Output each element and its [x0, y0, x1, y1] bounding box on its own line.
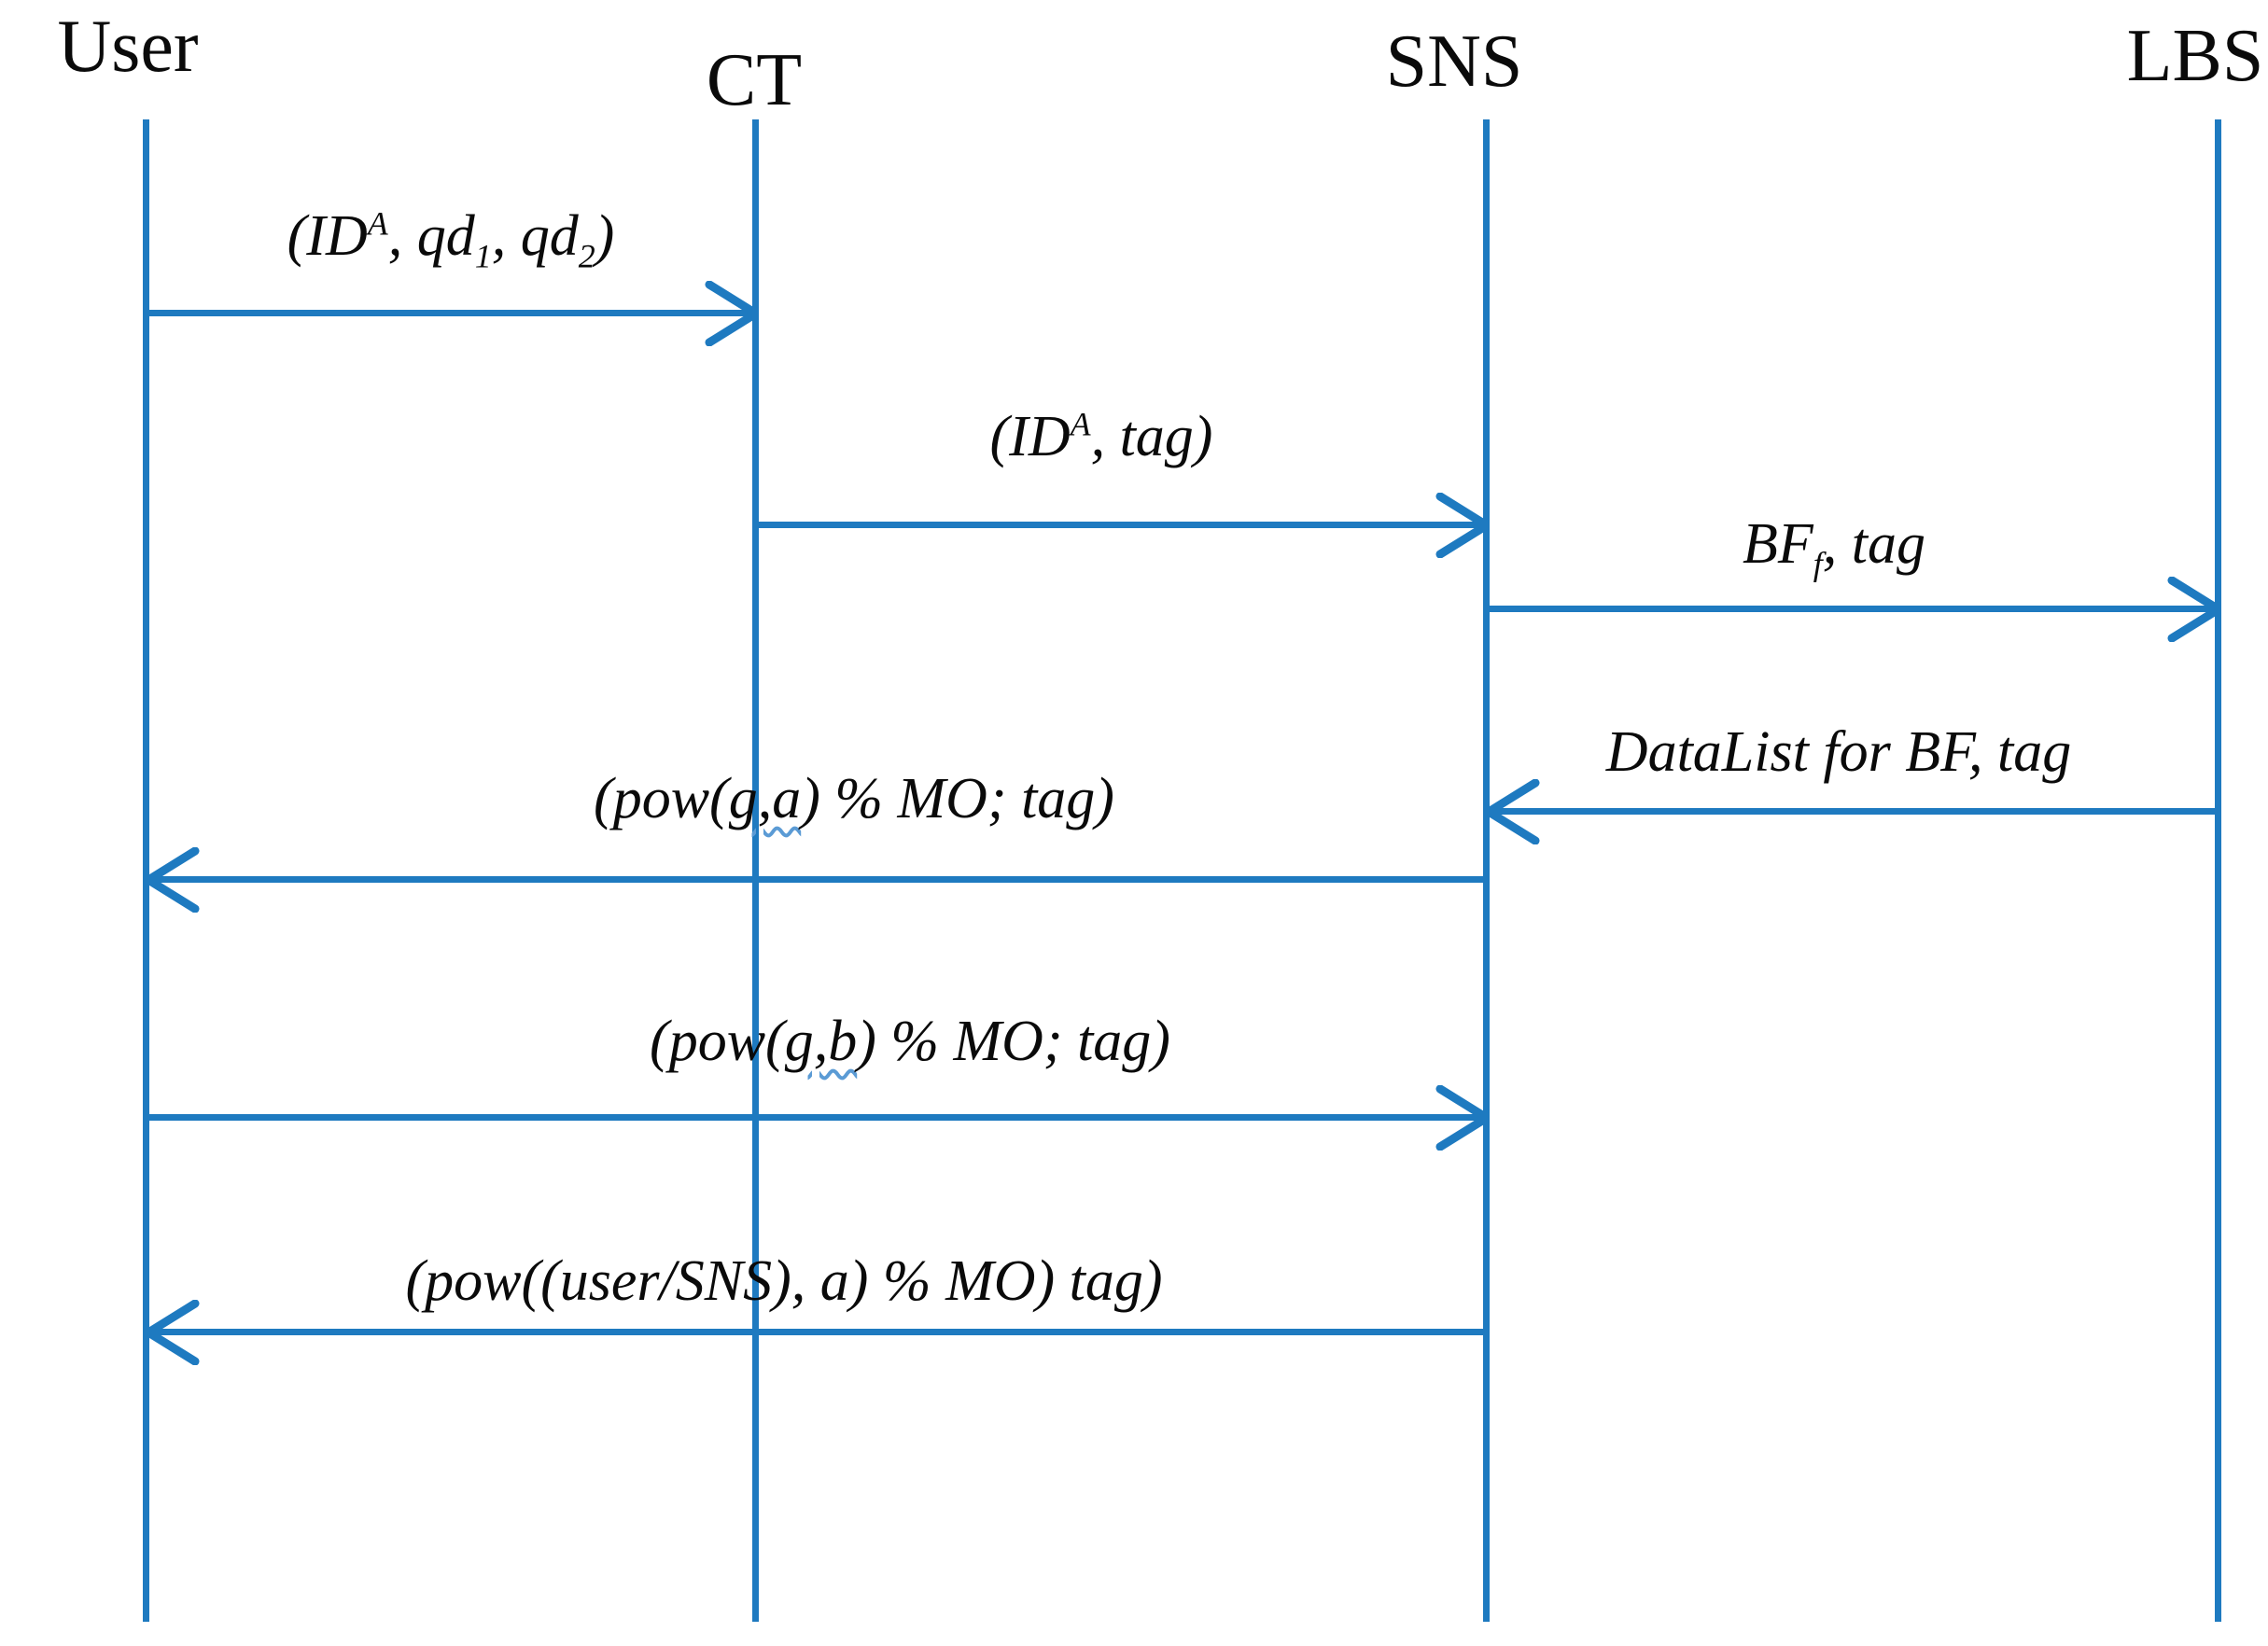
message-2-label: (IDA, tag) — [989, 405, 1213, 468]
message-3-line — [1487, 606, 2216, 612]
message-6-label: (pow(g,b) % MO; tag) — [650, 1010, 1170, 1073]
message-7-label: (pow((user/SNS), a) % MO) tag) — [405, 1249, 1163, 1313]
arrowhead-left-icon — [147, 847, 200, 913]
actor-label-sns: SNS — [1385, 21, 1523, 103]
lifeline-ct — [752, 119, 759, 1622]
message-6-line — [147, 1114, 1484, 1121]
actor-label-user: User — [57, 6, 199, 88]
message-3-label: BFf, tag — [1743, 512, 1925, 583]
actor-label-lbs: LBS — [2126, 15, 2264, 97]
message-1-line — [147, 310, 753, 316]
message-4-label: DataList for BF, tag — [1605, 720, 2072, 784]
arrowhead-left-icon — [1487, 779, 1540, 844]
lifeline-user — [143, 119, 149, 1622]
message-5-label: (pow(g,a) % MO; tag) — [594, 767, 1114, 830]
message-7-line — [147, 1329, 1487, 1335]
arrowhead-right-icon — [705, 281, 758, 346]
arrowhead-left-icon — [147, 1300, 200, 1365]
actor-label-ct: CT — [706, 39, 803, 121]
lifeline-sns — [1483, 119, 1490, 1622]
lifeline-lbs — [2215, 119, 2221, 1622]
arrowhead-right-icon — [2167, 577, 2220, 642]
message-1-label: (IDA, qd1, qd2) — [287, 204, 615, 275]
message-2-line — [756, 522, 1484, 528]
message-5-line — [147, 876, 1487, 883]
message-4-line — [1487, 808, 2219, 815]
arrowhead-right-icon — [1435, 493, 1489, 558]
arrowhead-right-icon — [1435, 1085, 1489, 1151]
